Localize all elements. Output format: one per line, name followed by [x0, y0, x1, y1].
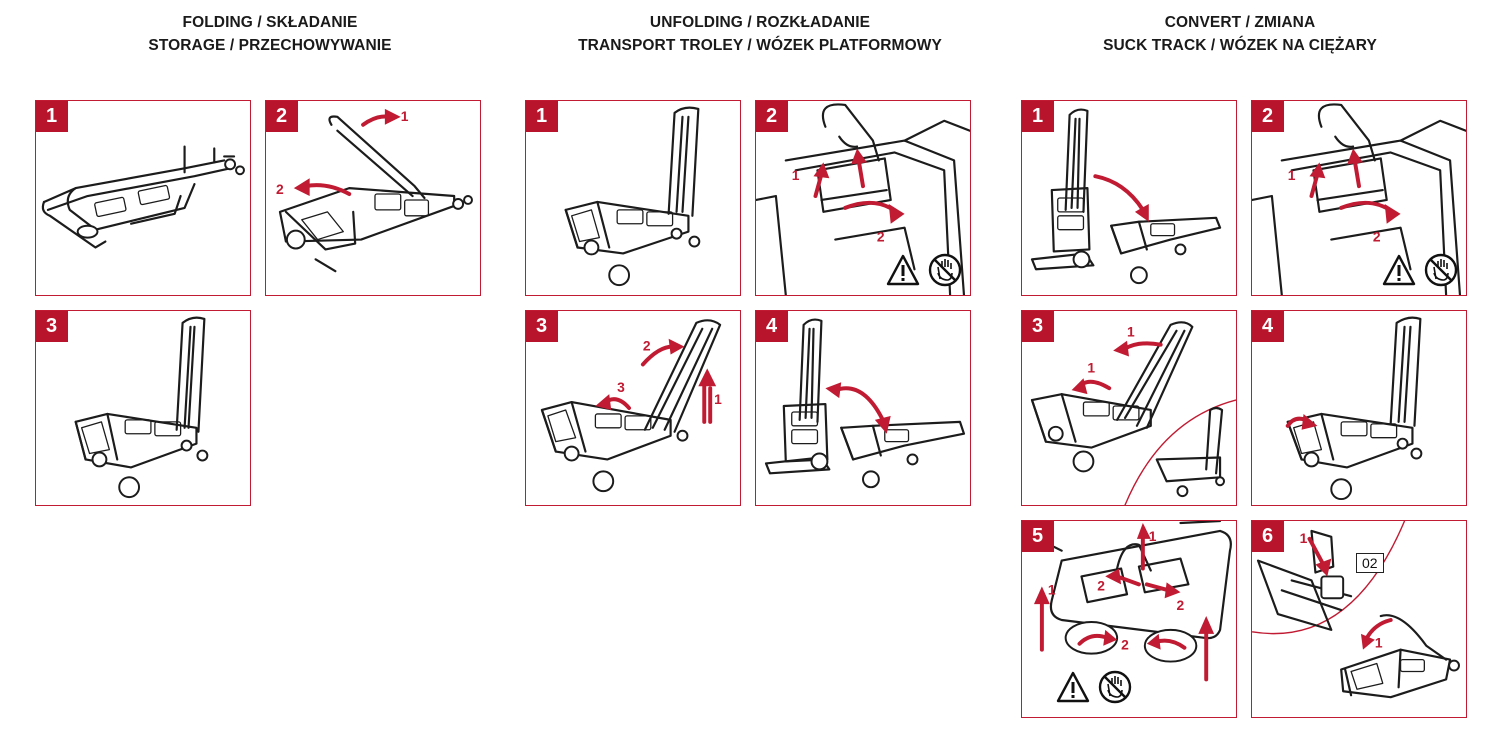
step-number-badge: 3	[36, 311, 68, 342]
step-number-badge: 4	[1252, 311, 1284, 342]
axle-pin-closeup-illustration: 1 1	[1252, 521, 1460, 699]
convert-step-4-panel: 4	[1251, 310, 1467, 506]
part-code-label: 02	[1356, 553, 1384, 573]
unfolding-step-1-panel: 1	[525, 100, 741, 296]
arrow-number: 1	[1087, 359, 1095, 375]
no-gloves-hand-icon	[1098, 670, 1132, 704]
section-header-folding: FOLDING / SKŁADANIE STORAGE / PRZECHOWYW…	[60, 11, 480, 57]
arrow-number: 2	[1121, 637, 1129, 653]
section-header-unfolding: UNFOLDING / ROZKŁADANIE TRANSPORT TROLEY…	[520, 11, 1000, 57]
folding-step-2-panel: 2 1 2	[265, 100, 481, 296]
section-subtitle: STORAGE / PRZECHOWYWANIE	[148, 37, 392, 54]
unfolding-step-4-panel: 4	[755, 310, 971, 506]
convert-step-6-panel: 6 02 1 1	[1251, 520, 1467, 718]
step-number-badge: 2	[1252, 101, 1284, 132]
latch-release-closeup-illustration: 1 2	[756, 103, 970, 295]
arrow-number: 1	[792, 167, 800, 183]
arrow-number: 1	[1149, 528, 1157, 544]
folded-trolley-illustration	[41, 145, 245, 249]
arrow-number: 2	[1373, 229, 1381, 245]
platform-trolley-result-illustration	[764, 318, 966, 489]
no-gloves-hand-icon	[1424, 253, 1458, 287]
arrow-number: 3	[617, 379, 625, 395]
arrow-number: 1	[1375, 635, 1383, 651]
trolley-unfold-motion-illustration: 2 3 1	[540, 319, 722, 493]
unfolding-step-3-panel: 3 2 3 1	[525, 310, 741, 506]
section-title: CONVERT / ZMIANA	[1164, 14, 1316, 31]
convert-step-1-panel: 1	[1021, 100, 1237, 296]
arrow-number: 2	[643, 338, 651, 354]
warning-triangle-icon	[1382, 254, 1416, 286]
folding-step-3-panel: 3	[35, 310, 251, 506]
latch-release-closeup-illustration: 1 2	[1252, 103, 1466, 295]
step-number-badge: 5	[1022, 521, 1054, 552]
section-title: FOLDING / SKŁADANIE	[182, 14, 358, 31]
folding-step-1-panel: 1	[35, 100, 251, 296]
convert-step-2-panel: 2 1 2	[1251, 100, 1467, 296]
trolley-convert-start-illustration	[1030, 108, 1222, 285]
hand-truck-mode-illustration	[1285, 316, 1423, 501]
trolley-folding-illustration: 1 2	[276, 108, 473, 273]
arrow-number: 1	[714, 391, 722, 407]
warning-triangle-icon	[886, 254, 920, 286]
step-number-badge: 3	[526, 311, 558, 342]
step-number-badge: 6	[1252, 521, 1284, 552]
section-title: UNFOLDING / ROZKŁADANIE	[649, 14, 871, 31]
arrow-number: 1	[1048, 581, 1056, 597]
step-number-badge: 3	[1022, 311, 1054, 342]
step-number-badge: 2	[756, 101, 788, 132]
arrow-number: 2	[1097, 577, 1105, 593]
no-gloves-hand-icon	[928, 253, 962, 287]
arrow-number: 2	[1177, 597, 1185, 613]
trolley-fold-back-illustration: 1 1	[1030, 321, 1236, 505]
step-number-badge: 1	[526, 101, 558, 132]
arrow-number: 1	[1300, 530, 1308, 546]
step-number-badge: 1	[1022, 101, 1054, 132]
step-number-badge: 4	[756, 311, 788, 342]
trolley-upright-illustration	[564, 106, 701, 287]
section-header-convert: CONVERT / ZMIANA SUCK TRACK / WÓZEK NA C…	[1040, 11, 1440, 57]
arrow-number: 1	[1288, 167, 1296, 183]
step-number-badge: 2	[266, 101, 298, 132]
convert-step-3-panel: 3 1 1	[1021, 310, 1237, 506]
section-subtitle: SUCK TRACK / WÓZEK NA CIĘŻARY	[1103, 37, 1377, 54]
arrow-number: 2	[877, 229, 885, 245]
convert-step-5-panel: 5 2 2 1 1 2	[1021, 520, 1237, 718]
section-subtitle: TRANSPORT TROLEY / WÓZEK PLATFORMOWY	[578, 37, 942, 54]
warning-triangle-icon	[1056, 671, 1090, 703]
arrow-number: 2	[276, 181, 284, 197]
step-number-badge: 1	[36, 101, 68, 132]
wheel-lock-closeup-illustration: 2 2 1 1 2	[1022, 521, 1232, 682]
arrow-number: 1	[1127, 324, 1135, 340]
unfolding-step-2-panel: 2 1 2	[755, 100, 971, 296]
folded-upright-trolley-illustration	[74, 316, 209, 499]
arrow-number: 1	[401, 108, 409, 124]
